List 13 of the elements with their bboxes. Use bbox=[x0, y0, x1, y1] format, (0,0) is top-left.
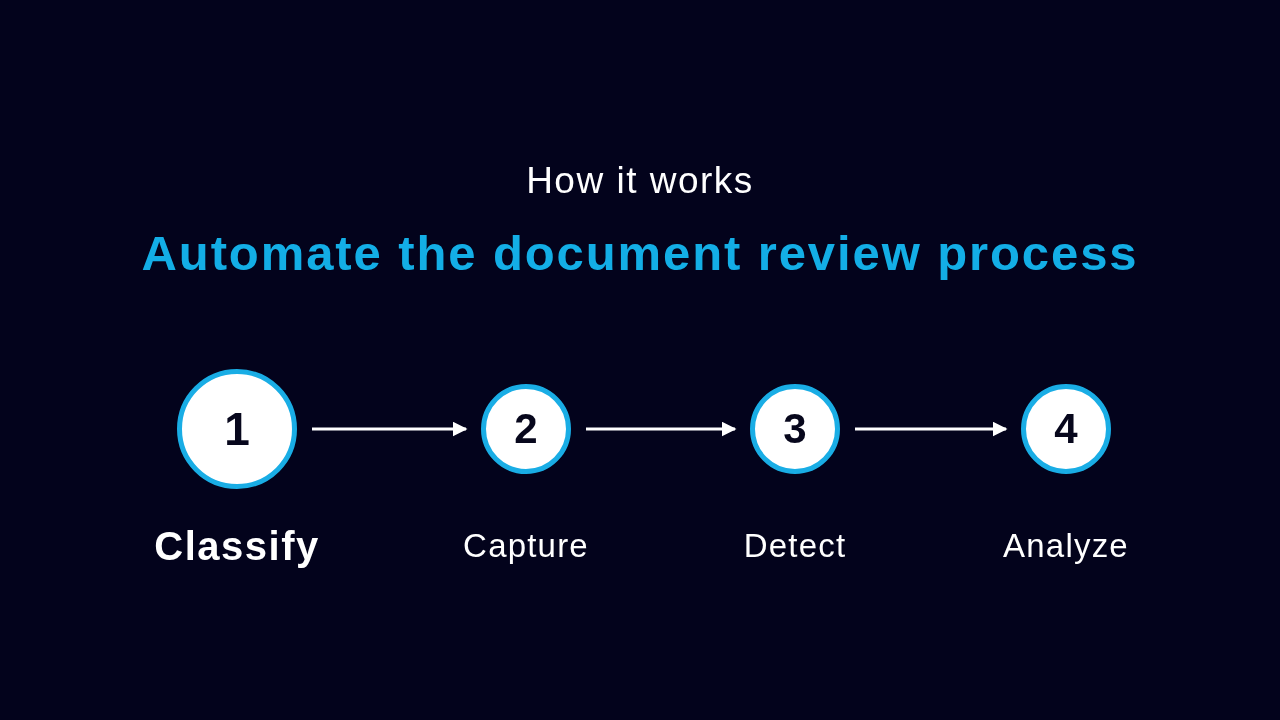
subheading: How it works bbox=[526, 159, 754, 203]
step-number: 4 bbox=[1054, 408, 1078, 450]
step-label: Capture bbox=[463, 526, 589, 566]
step-label: Analyze bbox=[1003, 526, 1129, 566]
step-number: 1 bbox=[224, 406, 250, 452]
step-number: 3 bbox=[783, 408, 807, 450]
title: Automate the document review process bbox=[141, 225, 1139, 282]
step-number: 2 bbox=[514, 408, 538, 450]
step-label: Detect bbox=[743, 526, 847, 566]
step-label: Classify bbox=[154, 523, 320, 570]
arrow bbox=[312, 421, 468, 437]
arrow bbox=[855, 421, 1008, 437]
arrow bbox=[586, 421, 737, 437]
